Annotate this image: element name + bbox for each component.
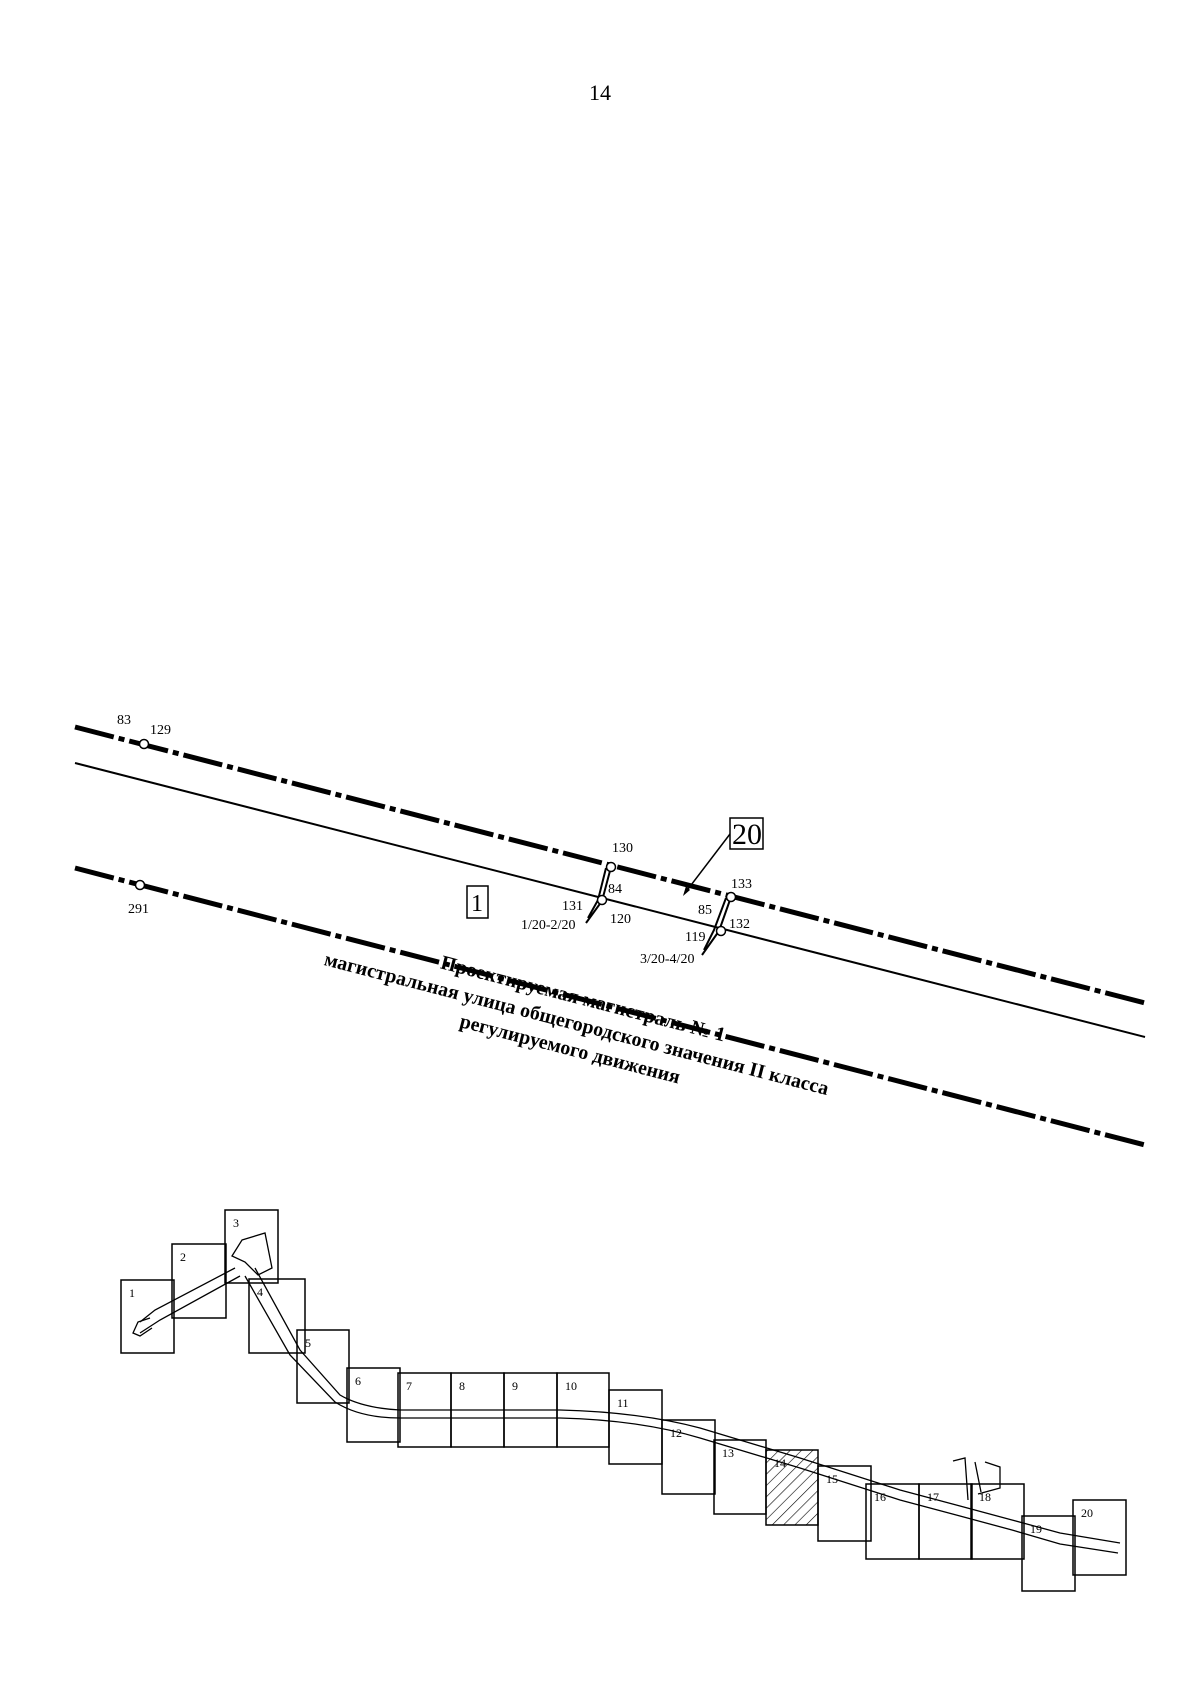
index-sheet-label: 5 xyxy=(305,1336,311,1350)
index-sheet-label: 10 xyxy=(565,1379,577,1393)
index-sheet-frame xyxy=(970,1483,1025,1560)
route-outline-top xyxy=(139,1267,1121,1544)
route-outline-bottom xyxy=(139,1275,1119,1554)
leader-arrow xyxy=(683,886,690,896)
index-sheet-frame xyxy=(171,1243,227,1319)
label-point-84: 84 xyxy=(608,882,622,897)
red-line-lower xyxy=(74,865,1146,1148)
label-point-119: 119 xyxy=(685,930,705,945)
index-sheet-label: 2 xyxy=(180,1250,186,1264)
index-sheet-label: 11 xyxy=(617,1396,629,1410)
index-sheet-label: 9 xyxy=(512,1379,518,1393)
index-sheet-frame xyxy=(661,1419,716,1495)
label-point-130: 130 xyxy=(612,841,633,856)
index-sheet-frame xyxy=(346,1367,401,1443)
index-sheet-label: 18 xyxy=(979,1490,991,1504)
point-marker-291 xyxy=(134,879,146,891)
boundary-line xyxy=(74,762,1146,1038)
index-sheet-label: 7 xyxy=(406,1379,412,1393)
point-marker-133 xyxy=(725,891,737,903)
cadastre-label-right: 3/20-4/20 xyxy=(640,952,694,967)
street-caption: Проектируемая магистраль № 1 магистральн… xyxy=(322,948,831,1100)
route-branch-17 xyxy=(952,1457,1001,1501)
index-sheet-label: 3 xyxy=(233,1216,239,1230)
index-map xyxy=(132,1232,1121,1554)
label-point-120: 120 xyxy=(610,912,631,927)
zone-box-label: 1 xyxy=(471,891,483,917)
point-marker-129 xyxy=(138,738,150,750)
sheet-box-label: 20 xyxy=(732,818,762,851)
index-sheet-frame xyxy=(817,1465,872,1542)
label-point-291: 291 xyxy=(128,902,149,917)
label-point-131: 131 xyxy=(562,899,583,914)
point-marker-130 xyxy=(605,861,617,873)
zone-box xyxy=(466,885,489,919)
index-sheet-label: 19 xyxy=(1030,1522,1042,1536)
label-point-83: 83 xyxy=(117,713,131,728)
label-point-85: 85 xyxy=(698,903,712,918)
route-start-hook xyxy=(132,1317,153,1337)
index-sheet-label: 15 xyxy=(826,1472,838,1486)
label-point-133: 133 xyxy=(731,877,752,892)
route-block-3 xyxy=(231,1232,273,1276)
point-marker-120 xyxy=(596,894,608,906)
street-caption-line2: магистральная улица общегородского значе… xyxy=(322,948,831,1100)
cadastre-label-left: 1/20-2/20 xyxy=(521,918,575,933)
index-sheet-frame xyxy=(1072,1499,1127,1576)
index-sheet-frame xyxy=(296,1329,350,1404)
index-sheet-frame-highlighted xyxy=(765,1449,819,1526)
point-marker-132 xyxy=(715,925,727,937)
index-sheet-frame xyxy=(1021,1515,1076,1592)
index-sheet-label: 16 xyxy=(874,1490,886,1504)
index-sheet-label: 20 xyxy=(1081,1506,1093,1520)
index-sheet-label: 8 xyxy=(459,1379,465,1393)
label-point-132: 132 xyxy=(729,917,750,932)
sheet-box xyxy=(729,817,764,850)
leader-line xyxy=(684,833,731,894)
index-sheet-label: 1 xyxy=(129,1286,135,1300)
page-number: 14 xyxy=(589,80,611,105)
index-sheet-label: 17 xyxy=(927,1490,939,1504)
index-sheet-label: 13 xyxy=(722,1446,734,1460)
index-sheet-label: 12 xyxy=(670,1426,682,1440)
index-sheet-label: 14 xyxy=(774,1456,786,1470)
index-sheet-frame xyxy=(224,1209,279,1284)
index-sheet-frame xyxy=(918,1483,973,1560)
detail-plan: 83 129 291 130 84 131 120 85 133 119 132… xyxy=(74,713,1146,1148)
index-sheet-frame xyxy=(120,1279,175,1354)
index-sheet-frame xyxy=(248,1278,306,1354)
index-sheet-label: 6 xyxy=(355,1374,361,1388)
index-sheet-label: 4 xyxy=(257,1285,263,1299)
label-point-129: 129 xyxy=(150,723,171,738)
